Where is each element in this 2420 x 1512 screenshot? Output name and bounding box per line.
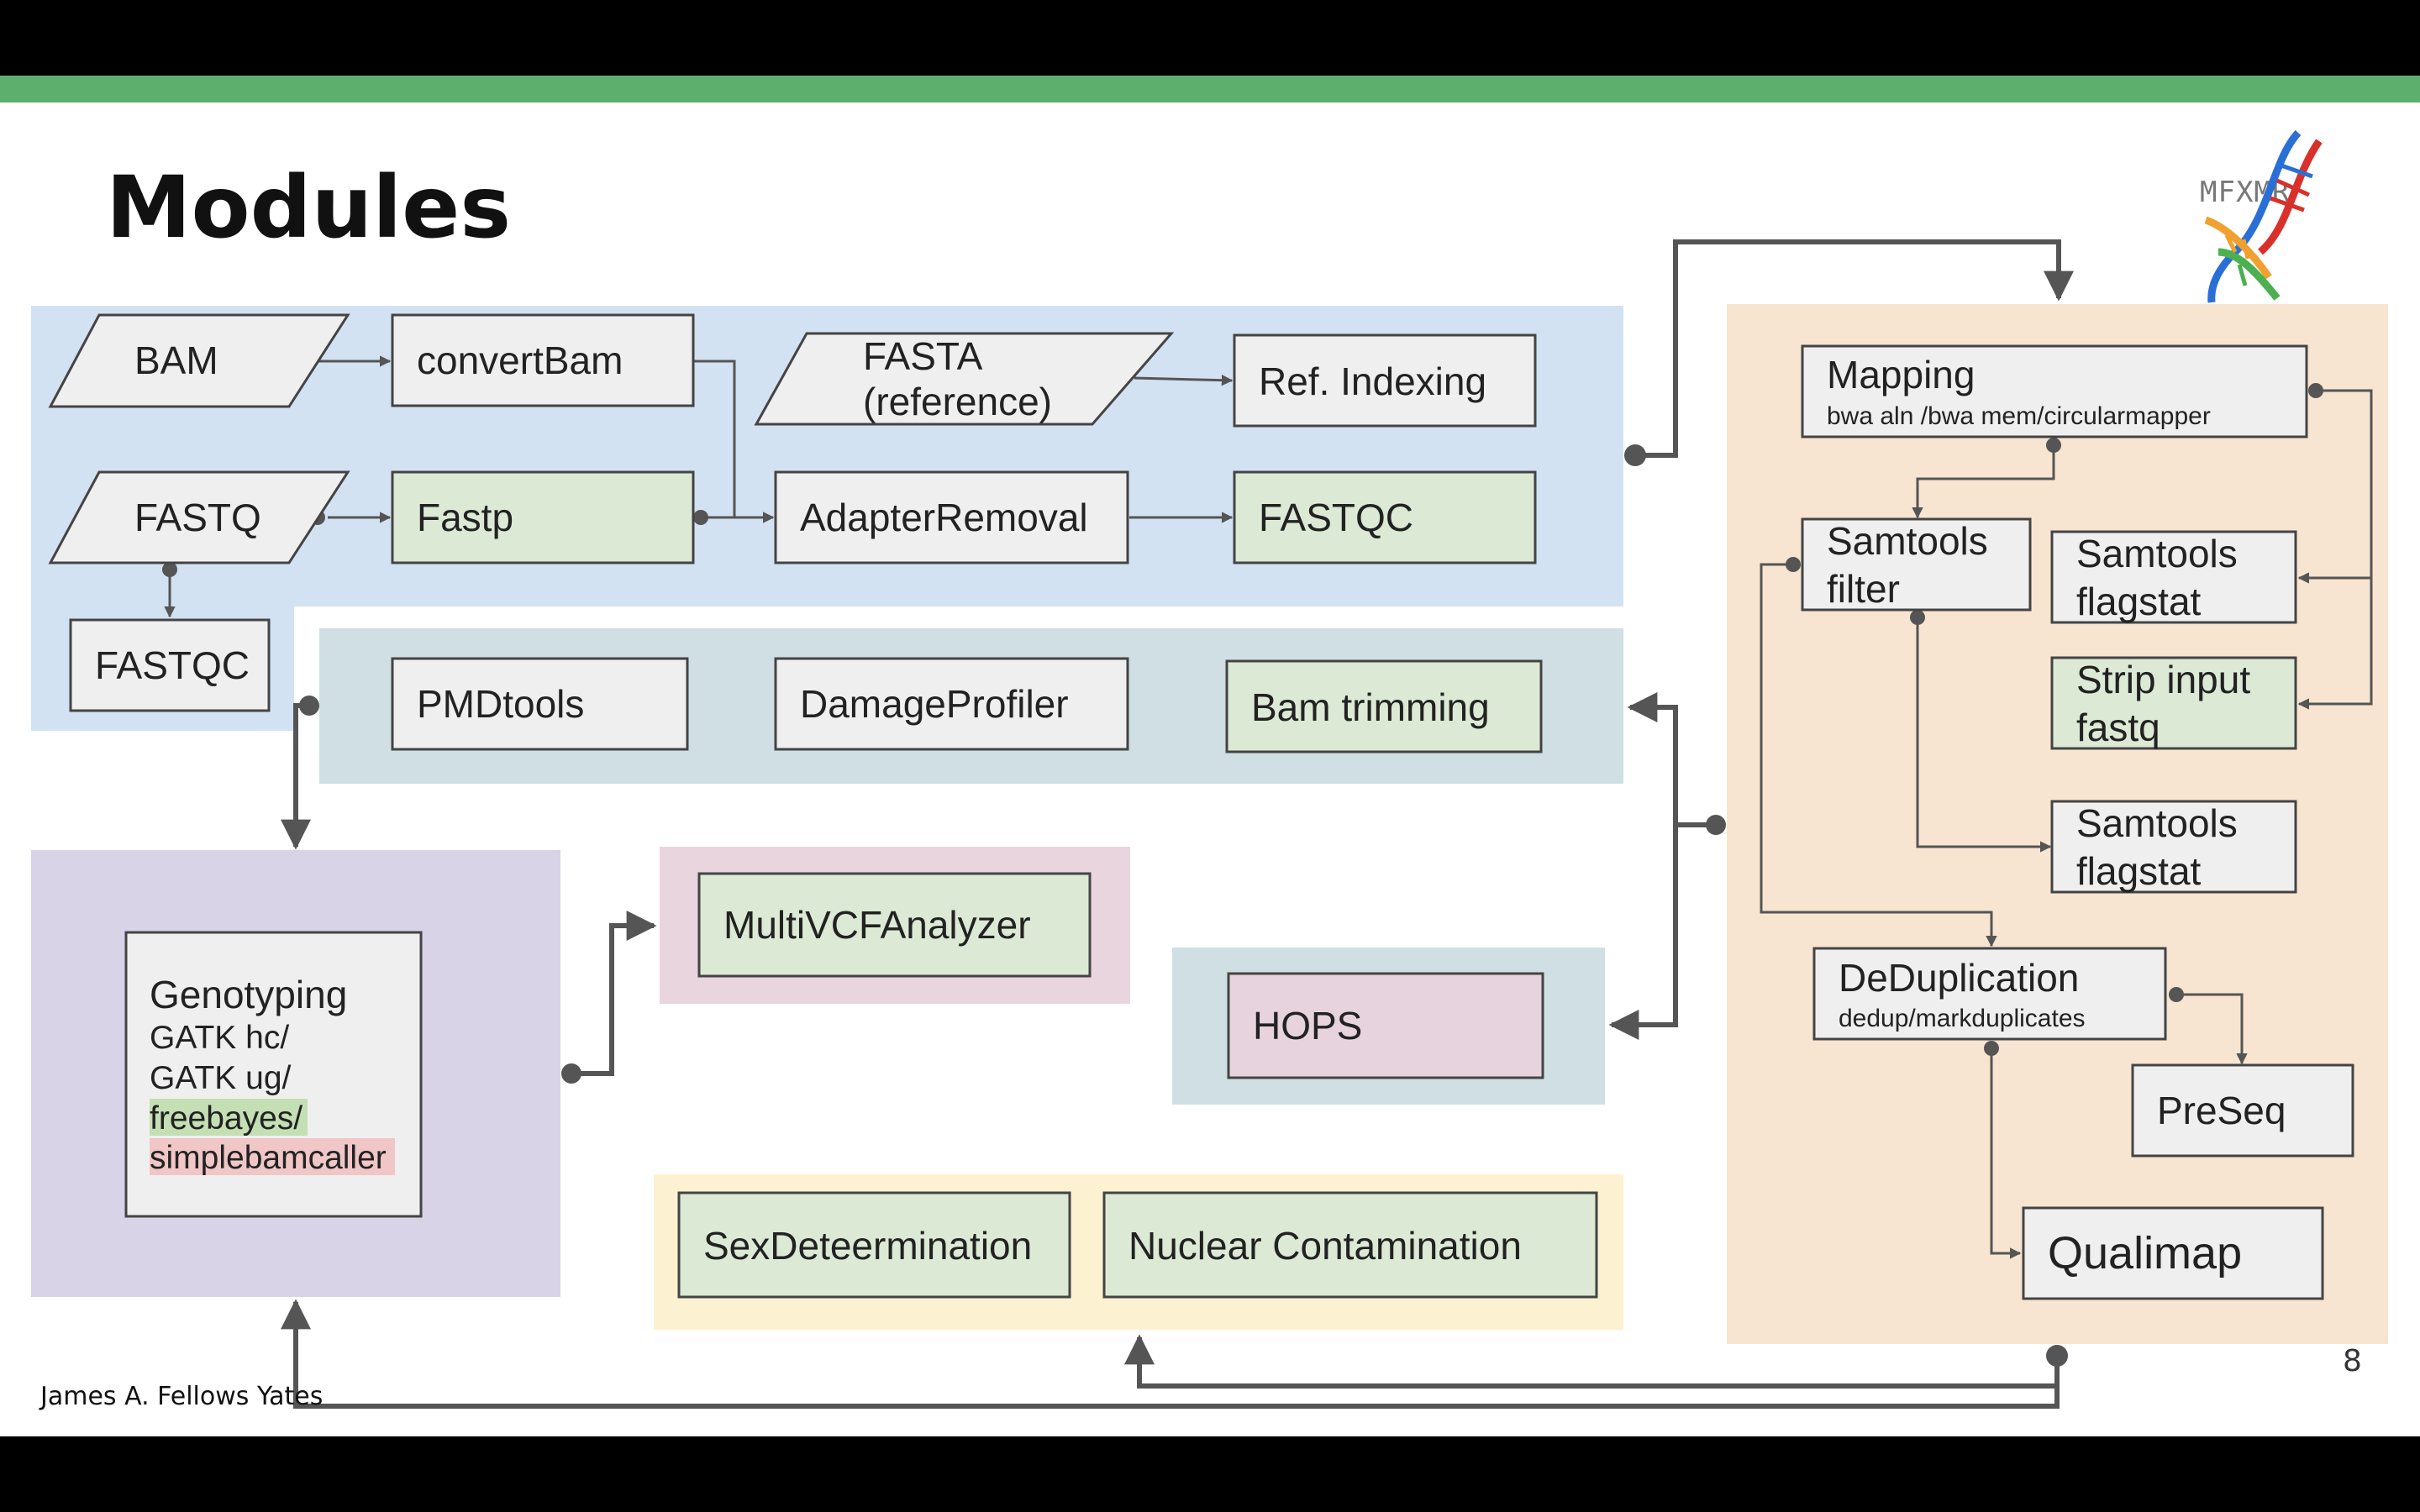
edge-genotyping-multivcf	[571, 911, 657, 1076]
edge-dedup-preseq	[2176, 993, 2248, 1065]
label-flagstat2-1: Samtools	[2076, 801, 2238, 845]
highlight-simplebamcaller	[150, 1138, 395, 1175]
node-fastqc-top	[1233, 470, 1537, 564]
label-fasta-2: (reference)	[863, 380, 1052, 423]
node-nuclear-contamination	[1102, 1191, 1598, 1299]
label-bam-trimming: Bam trimming	[1251, 685, 1490, 729]
edge-mapping-damage	[1627, 692, 1716, 827]
edge-mapping-hops	[1608, 825, 1678, 1040]
node-samtools-filter	[1801, 517, 2032, 612]
label-adapterremoval: AdapterRemoval	[800, 496, 1088, 539]
highlight-freebayes	[150, 1099, 308, 1136]
node-sexdetermination	[677, 1191, 1071, 1299]
node-fasta	[754, 332, 1175, 426]
label-convertbam: convertBam	[417, 339, 623, 382]
edge-preprocessing-mapping	[1635, 239, 2074, 458]
label-strip-input-2: fastq	[2076, 706, 2160, 749]
label-genotyping-line3: freebayes/	[150, 1100, 302, 1137]
node-dedup	[1812, 947, 2167, 1041]
page-number: 8	[2343, 1344, 2362, 1378]
node-samtools-flagstat-2	[2050, 800, 2297, 894]
node-ref-indexing	[1233, 333, 1537, 428]
label-qualimap: Qualimap	[2048, 1228, 2242, 1278]
node-qualimap	[2022, 1206, 2324, 1300]
label-flagstat1-2: flagstat	[2076, 580, 2202, 623]
node-mapping	[1801, 344, 2308, 438]
label-genotyping-line1: GATK hc/	[150, 1020, 289, 1056]
edge-mapping-sexnuclear	[1124, 1334, 2060, 1389]
label-hops: HOPS	[1253, 1004, 1362, 1047]
label-samtools-filter-2: filter	[1827, 567, 1900, 611]
label-strip-input-1: Strip input	[2076, 658, 2250, 701]
edge-dedup-qualimap	[1990, 1048, 2022, 1259]
node-convertbam	[391, 313, 695, 407]
node-adapterremoval	[774, 470, 1129, 564]
node-preseq	[2131, 1063, 2354, 1158]
edge-fasta-refindexing	[1134, 374, 1234, 386]
edge-filter-flagstat2	[1916, 617, 2052, 853]
label-damageprofiler: DamageProfiler	[800, 682, 1069, 726]
label-ref-indexing: Ref. Indexing	[1259, 360, 1486, 403]
edge-mapping-flagstat1	[2297, 389, 2373, 584]
node-strip-input	[2050, 656, 2297, 750]
label-genotyping-line2: GATK ug/	[150, 1060, 292, 1096]
label-flagstat2-2: flagstat	[2076, 849, 2202, 893]
label-mapping-sub: bwa aln /bwa mem/circularmapper	[1827, 402, 2211, 430]
label-mapping: Mapping	[1827, 353, 1975, 396]
label-fasta-1: FASTA	[863, 334, 983, 378]
edge-mapping-genotyping	[281, 1299, 2060, 1409]
label-fastqc-left: FASTQC	[95, 643, 250, 687]
node-samtools-flagstat-1	[2050, 530, 2297, 624]
label-pmdtools: PMDtools	[417, 682, 584, 726]
edge-filter-dedup	[1760, 563, 1997, 948]
label-bam: BAM	[134, 339, 218, 382]
top-accent-bar	[0, 76, 2420, 102]
label-sexdetermination: SexDeteermination	[703, 1224, 1032, 1268]
node-fastq	[48, 470, 350, 564]
edge-mapping-filter	[1912, 445, 2055, 519]
label-nuclear-contamination: Nuclear Contamination	[1128, 1224, 1522, 1268]
label-fastp: Fastp	[417, 496, 513, 539]
label-genotyping-line4: simplebamcaller	[150, 1140, 387, 1176]
label-fastqc-top: FASTQC	[1259, 496, 1413, 539]
label-dedup-sub: dedup/markduplicates	[1839, 1005, 2086, 1032]
node-bam	[48, 313, 350, 408]
label-preseq: PreSeq	[2157, 1089, 2286, 1132]
author-footer: James A. Fellows Yates	[39, 1382, 323, 1411]
label-fastq: FASTQ	[134, 496, 261, 539]
node-bam-trimming	[1225, 659, 1543, 753]
node-damageprofiler	[774, 657, 1129, 751]
node-hops	[1227, 972, 1544, 1079]
label-multivcf: MultiVCFAnalyzer	[723, 903, 1031, 947]
page-title: Modules	[106, 158, 511, 258]
label-samtools-filter-1: Samtools	[1827, 519, 1988, 563]
label-flagstat1-1: Samtools	[2076, 532, 2238, 575]
dna-logo: MFXMR	[2200, 129, 2323, 303]
label-genotyping: Genotyping	[150, 973, 347, 1016]
node-fastp	[391, 470, 695, 564]
node-pmdtools	[391, 657, 689, 751]
node-fastqc-left	[69, 618, 271, 712]
edge-mapping-stripinput	[2297, 578, 2373, 710]
node-multivcf	[697, 872, 1092, 978]
label-dedup: DeDuplication	[1839, 956, 2079, 1000]
